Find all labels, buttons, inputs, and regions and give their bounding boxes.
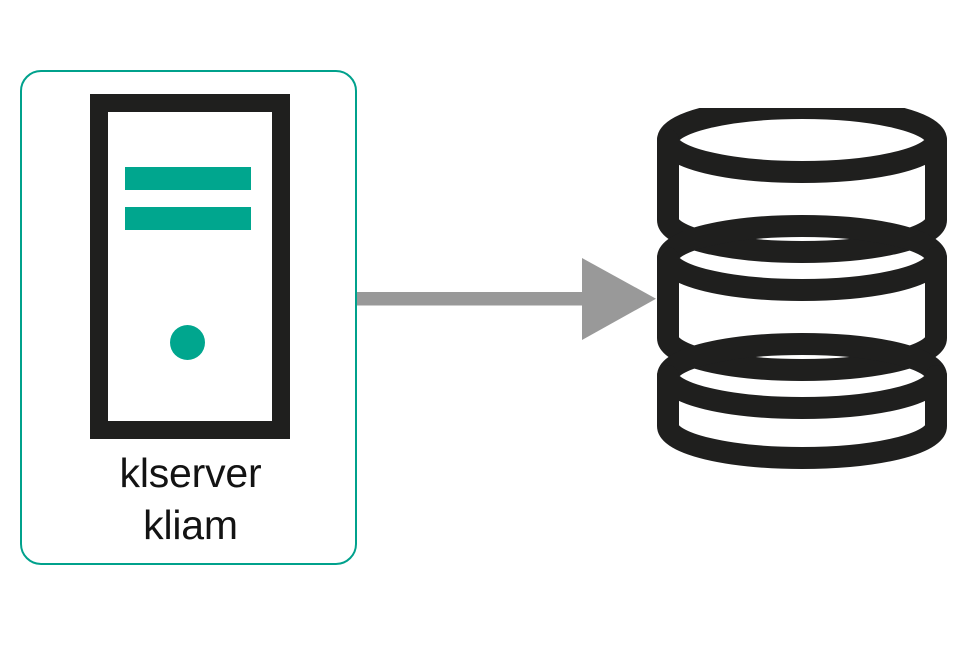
arrow-shaft: [357, 292, 583, 306]
server-chassis: [90, 94, 290, 439]
db-top-ellipse: [657, 108, 947, 183]
server-vent-bar-top: [125, 167, 251, 190]
node-label-secondary: kliam: [143, 502, 238, 548]
server-power-led-icon: [170, 325, 205, 360]
klserver-node[interactable]: klserver kliam: [20, 70, 357, 565]
server-tower-icon: [90, 94, 290, 439]
database-cylinder-icon[interactable]: [645, 108, 965, 483]
node-label-group: klserver kliam: [22, 447, 359, 551]
node-label-primary: klserver: [119, 450, 262, 496]
server-vent-bar-bottom: [125, 207, 251, 230]
flow-arrow: [357, 258, 656, 340]
db-segment-3-body: [657, 365, 947, 469]
arrow-head-icon: [582, 258, 656, 340]
